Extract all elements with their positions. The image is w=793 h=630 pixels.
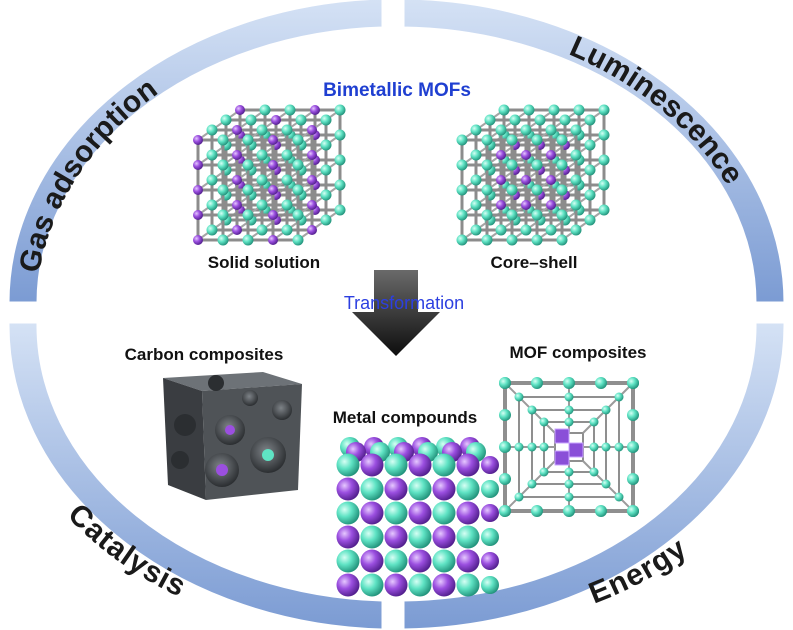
- ring-segment-top-left: [6, 0, 385, 305]
- mof-composite-cage: [499, 377, 639, 517]
- ring-segment-bottom-left: [6, 320, 385, 630]
- ring-label-gas-adsorption-path: Gas adsorption: [13, 72, 163, 275]
- solid-solution-caption: Solid solution: [208, 253, 320, 272]
- solid-solution-lattice: [193, 104, 346, 246]
- ring-segment-bottom-right: [401, 320, 787, 630]
- core-shell-caption: Core–shell: [491, 253, 578, 272]
- ring-segment-top-right: [401, 0, 787, 305]
- transformation-label: Transformation: [344, 293, 464, 313]
- carbon-composite-cube: [163, 372, 302, 500]
- ring: [6, 0, 787, 630]
- metal-compounds-caption: Metal compounds: [333, 408, 478, 427]
- down-arrow-icon: [352, 270, 440, 356]
- carbon-composites-caption: Carbon composites: [125, 345, 284, 364]
- diagram-title: Bimetallic MOFs: [323, 80, 471, 101]
- ring-label-gas-adsorption: Gas adsorption: [13, 72, 163, 275]
- core-shell-lattice: [456, 104, 610, 246]
- metal-compound-cube: [336, 437, 499, 597]
- mof-composites-caption: MOF composites: [510, 343, 647, 362]
